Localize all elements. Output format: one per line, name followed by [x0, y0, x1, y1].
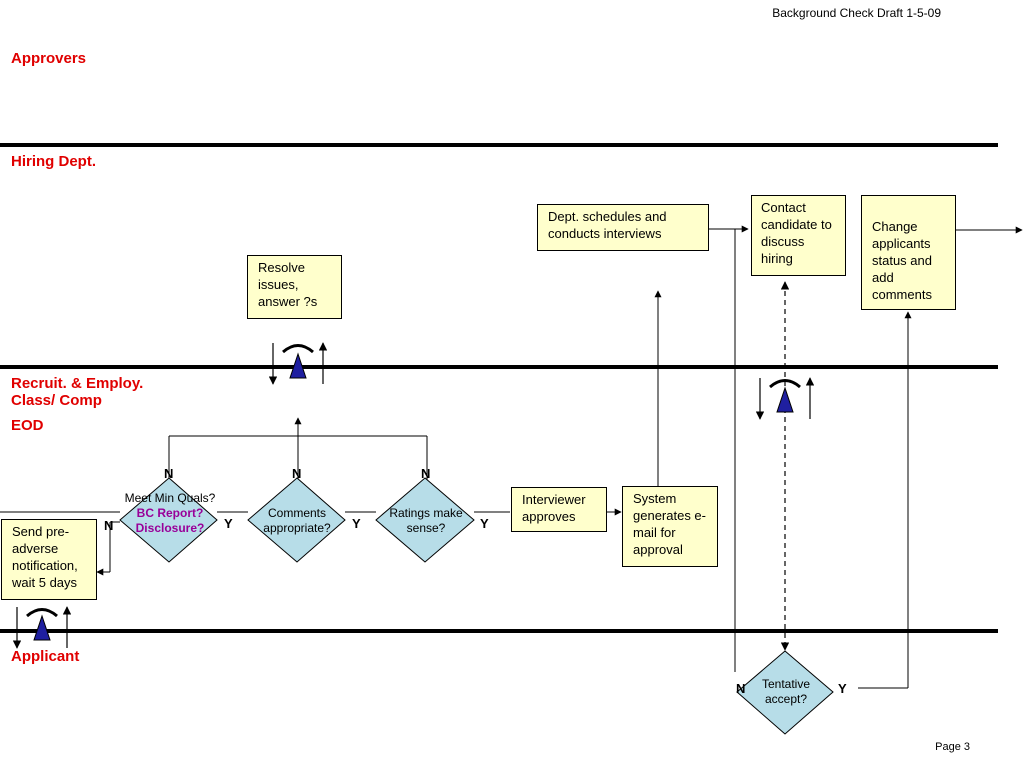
decision-comments-label: Comments appropriate? [248, 506, 346, 536]
decision-comments-line1: Comments [267, 506, 326, 520]
branch-label-no: N [421, 466, 431, 481]
decision-tentative-line2: accept? [764, 692, 808, 706]
decision-ratings-line1: Ratings make [389, 506, 463, 520]
branch-label-no: N [736, 681, 746, 696]
lane-label-class-comp: Class/ Comp [11, 392, 102, 409]
document-title: Background Check Draft 1-5-09 [772, 6, 941, 20]
decision-tentative-diamond [736, 650, 834, 735]
branch-label-yes: Y [480, 516, 489, 531]
process-resolve-issues: Resolve issues, answer ?s [247, 255, 342, 319]
lane-label-eod: EOD [11, 417, 44, 434]
process-change-applicants: Change applicants status and add comment… [861, 195, 956, 310]
page-number: Page 3 [935, 741, 970, 753]
decision-comments-line2: appropriate? [263, 521, 331, 535]
decision-min-quals-label: Meet Min Quals? BC Report? Disclosure? [110, 491, 230, 536]
decision-ratings-label: Ratings make sense? [376, 506, 476, 536]
handoff-marker-icon [268, 342, 328, 385]
decision-tentative-line1: Tentative [761, 677, 811, 691]
branch-label-no: N [164, 466, 174, 481]
decision-min-quals-line2: BC Report? [136, 506, 204, 520]
lane-label-applicant: Applicant [11, 648, 80, 665]
handoff-marker-icon [755, 377, 815, 420]
decision-ratings-line2: sense? [406, 521, 446, 535]
process-interviewer-approves: Interviewer approves [511, 487, 607, 532]
handoff-marker-icon [12, 606, 72, 649]
lane-label-hiring: Hiring Dept. [11, 153, 96, 170]
process-dept-schedules: Dept. schedules and conducts interviews [537, 204, 709, 251]
branch-label-no: N [292, 466, 302, 481]
decision-min-quals-diamond [119, 477, 218, 563]
branch-label-yes: Y [838, 681, 847, 696]
decision-min-quals-line1: Meet Min Quals? [124, 491, 216, 505]
lane-label-approvers: Approvers [11, 50, 87, 67]
branch-label-yes: Y [224, 516, 233, 531]
lane-label-recruit: Recruit. & Employ. [11, 375, 144, 392]
decision-comments-diamond [247, 477, 346, 563]
branch-label-yes: Y [352, 516, 361, 531]
process-contact-candidate: Contact candidate to discuss hiring [751, 195, 846, 276]
decision-ratings-diamond [375, 477, 475, 563]
branch-label-no: N [104, 518, 114, 533]
process-send-pre-adverse: Send pre-adverse notification, wait 5 da… [1, 519, 97, 600]
process-system-generates: System generates e-mail for approval [622, 486, 718, 567]
decision-tentative-label: Tentative accept? [737, 677, 835, 707]
decision-min-quals-line3: Disclosure? [135, 521, 205, 535]
